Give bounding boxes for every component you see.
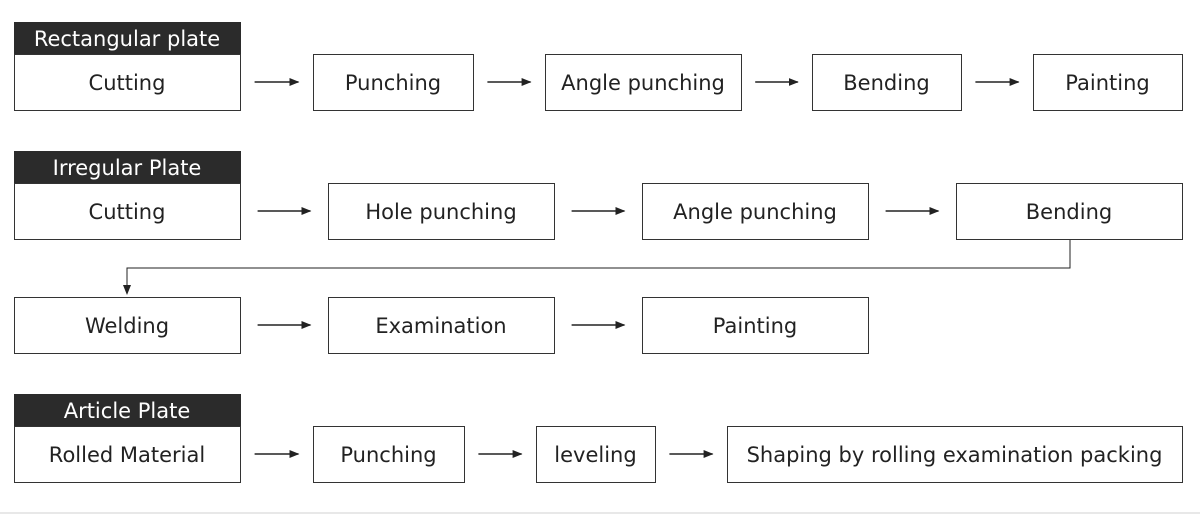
rectangular-section-title: Rectangular plate	[34, 27, 220, 51]
rectangular-step-1-label: Punching	[345, 71, 441, 95]
irregular-step-3-label: Bending	[1026, 200, 1112, 224]
bottom-divider	[0, 512, 1200, 514]
article-step-2-label: leveling	[554, 443, 636, 467]
rectangular-step-0-box	[14, 54, 241, 111]
rectangular-step-2-label: Angle punching	[561, 71, 725, 95]
article-step-1-label: Punching	[340, 443, 436, 467]
irregular-step-2-label: Angle punching	[673, 200, 837, 224]
article-step-0-label: Rolled Material	[49, 443, 205, 467]
article-step-3-label: Shaping by rolling examination packing	[747, 443, 1163, 467]
rectangular-step-4-box	[1033, 54, 1183, 111]
article-step-2-box	[536, 426, 656, 483]
irregular-step-2-box	[642, 183, 869, 240]
article-step-0-box	[14, 426, 241, 483]
rectangular-step-2-box	[545, 54, 742, 111]
rectangular-step-1-box	[313, 54, 474, 111]
irregular-cont-step-2-label: Painting	[713, 314, 797, 338]
article-section-title: Article Plate	[64, 399, 191, 423]
irregular-step-1-box	[328, 183, 555, 240]
rectangular-step-0-label: Cutting	[89, 71, 166, 95]
irregular-step-0-box	[14, 183, 241, 240]
irregular-cont-step-2-box	[642, 297, 869, 354]
irregular-step-1-label: Hole punching	[365, 200, 516, 224]
article-section-header	[14, 394, 241, 426]
irregular-cont-step-1-box	[328, 297, 555, 354]
irregular-cont-step-1-label: Examination	[375, 314, 506, 338]
irregular-step-3-box	[956, 183, 1183, 240]
irregular-cont-step-0-box	[14, 297, 241, 354]
article-step-1-box	[313, 426, 465, 483]
rectangular-step-4-label: Painting	[1065, 71, 1149, 95]
article-step-3-box	[727, 426, 1183, 483]
irregular-section-header	[14, 151, 241, 183]
irregular-cont-step-0-label: Welding	[85, 314, 169, 338]
irregular-wrap-connector	[123, 240, 1071, 295]
rectangular-step-3-box	[812, 54, 962, 111]
irregular-section-title: Irregular Plate	[53, 156, 202, 180]
rectangular-step-3-label: Bending	[843, 71, 929, 95]
rectangular-section-header	[14, 22, 241, 54]
irregular-step-0-label: Cutting	[89, 200, 166, 224]
